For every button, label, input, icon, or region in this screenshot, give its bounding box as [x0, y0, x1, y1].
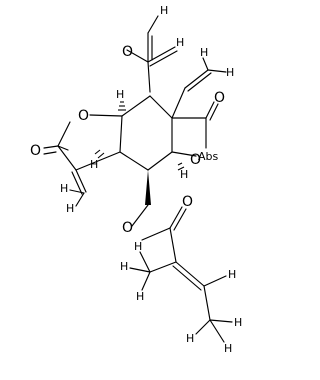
atom-o-lactone-ring: O [78, 108, 89, 124]
bond-alpha-methyl [149, 261, 177, 273]
bond-ring-a [121, 95, 151, 117]
h-vinyl-top-right: H [200, 46, 208, 59]
atom-o-ester-carbonyl: O [182, 194, 193, 210]
bond-exomethylene-double [71, 171, 83, 195]
bond-alkene-h [203, 275, 227, 287]
h-terminal-methyl-3: H [224, 342, 232, 355]
atom-o-blactone-ring: O [190, 152, 201, 168]
bond-alkene-double [172, 265, 202, 291]
bond-vinyl-ch [184, 69, 209, 89]
atom-o-blactone-carbonyl: O [214, 90, 225, 106]
abs-marker: Abs [198, 150, 219, 163]
h-vinyl-low: H [60, 182, 68, 195]
chemical-structure-drawing: O O O O O Abs O O H H H H H H H H H H H … [30, 4, 242, 355]
bond-glactone-c-o [43, 145, 59, 149]
bond-exo-h1 [75, 192, 85, 207]
bond-glactone-c-c [57, 145, 77, 171]
structure-canvas: O O O O O Abs O O H H H H H H H H H H H … [30, 4, 243, 355]
bond-glactone-ring [75, 151, 121, 171]
h-aldehyde: H [160, 4, 168, 17]
bond-glactone-co-stub [57, 145, 69, 151]
bond-glactone-oc [57, 121, 71, 147]
h-exomethylene: H [66, 202, 74, 215]
h-alkene: H [228, 268, 236, 281]
bond-ester-alpha [169, 227, 177, 263]
hash-bond-1 [118, 101, 126, 111]
bond-term-h3 [209, 319, 225, 343]
bond-blactone-co [205, 101, 215, 119]
atom-o-lactone-carbonyl: O [30, 143, 41, 159]
bond-vinylidene-double [149, 50, 178, 67]
bond-blactone-o [171, 151, 197, 157]
bond-vinylidene [147, 46, 176, 63]
wedge-ester-c [145, 170, 151, 205]
bond-exomethylene [75, 169, 87, 193]
bond-ring-f [119, 115, 123, 153]
atom-o-aldehyde: O [122, 44, 133, 60]
bond-term-h1 [195, 319, 211, 335]
bond-c-o-ester [131, 204, 149, 227]
h-stereo-3: H [90, 158, 98, 171]
h-methyl-1: H [120, 260, 128, 273]
hash-bond-2 [177, 162, 185, 171]
bond-blactone-co-double [209, 103, 219, 121]
h-methyl-3: H [134, 240, 142, 253]
h-stereo-2: H [180, 168, 188, 181]
h-stereo-1: H [116, 88, 124, 101]
bond-alkene-methyl [203, 285, 211, 321]
bond-exo-h2 [69, 189, 85, 194]
bond-ester-co [169, 206, 183, 229]
bond-term-h2 [209, 319, 233, 323]
h-terminal-methyl-2: H [234, 316, 242, 329]
bond-o-carbonyl [141, 227, 171, 241]
bond-methyl-h3 [139, 251, 151, 273]
bond-ring-e [119, 151, 149, 171]
bond-alkene [175, 261, 205, 287]
h-vinyl-top: H [176, 36, 184, 49]
bond-methyl-h2 [141, 271, 151, 291]
bond-vinyl-double [187, 72, 212, 92]
atom-o-ester-link: O [122, 220, 133, 236]
bond-ester-co-double [173, 208, 187, 231]
bond-glactone-c-o-double [43, 151, 57, 155]
h-terminal-methyl-1: H [186, 332, 194, 345]
h-methyl-2: H [136, 290, 144, 303]
bond-c-o-aldehyde [126, 49, 149, 63]
h-vinyl-right: H [226, 66, 234, 79]
bond-methyl-h1 [129, 267, 151, 273]
bond-vinyl-h1 [202, 57, 209, 71]
bond-ring-d [147, 151, 173, 171]
bond-ring-b [149, 95, 173, 119]
hash-bond-3 [94, 149, 105, 159]
bond-cho-h [147, 15, 159, 34]
bond-branch-ring [147, 61, 151, 93]
bond-vinyl-h2 [207, 69, 227, 73]
bond-quat-vinyl [171, 87, 186, 119]
bond-glactone-o [89, 114, 123, 117]
